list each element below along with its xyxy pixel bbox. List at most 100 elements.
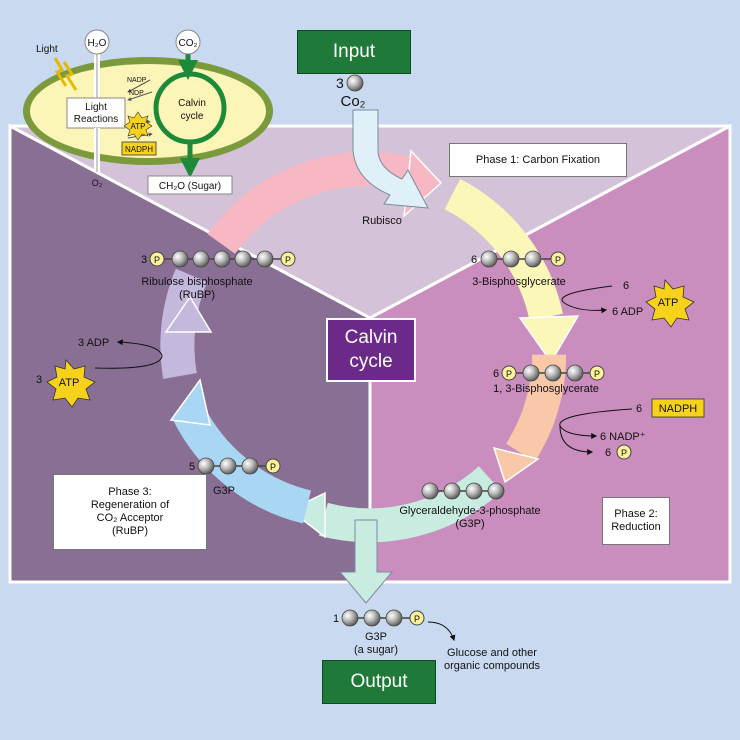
inset-atp-text: ATP xyxy=(131,122,146,131)
phase1-label-box: Phase 1: Carbon Fixation xyxy=(449,143,627,177)
co2-bubble xyxy=(175,29,201,55)
output-count: 1 xyxy=(333,613,339,625)
arrowhead-bpg xyxy=(518,315,580,364)
rubp-count: 3 xyxy=(141,254,147,266)
bpg-p: P xyxy=(555,255,561,265)
nadph-in-count: 6 xyxy=(636,403,642,415)
light-bolt-1 xyxy=(53,57,68,87)
p-out-count: 6 xyxy=(605,447,611,459)
inset-nadph-text: NADPH xyxy=(125,145,153,154)
input-count: 3 xyxy=(336,75,344,91)
phase2-nadph-box xyxy=(651,398,705,418)
phase3-line-2: Regeneration of xyxy=(90,499,170,511)
rubp-p-right: P xyxy=(285,255,291,265)
output-p: P xyxy=(414,614,420,624)
phase2-line-2: Reduction xyxy=(611,521,661,533)
ring-segment-reduction xyxy=(505,354,567,463)
g3p5-name: G3P xyxy=(213,485,235,497)
input-arrow xyxy=(352,109,429,209)
input-co2-ball xyxy=(346,74,364,92)
bisbpg-name: 1, 3-Bisphosglycerate xyxy=(493,383,599,395)
g3p5-p: P xyxy=(270,462,276,472)
arrowhead-regeneration xyxy=(169,378,211,426)
inset-h2o-text: H₂O xyxy=(88,38,107,49)
phase2-atp-star-icon xyxy=(645,279,695,328)
phase2-atp-text: ATP xyxy=(658,297,679,309)
p-out-ball xyxy=(616,444,632,460)
bisbpg-p-left: P xyxy=(506,369,512,379)
g3p-molecule xyxy=(421,482,505,500)
nadph-reaction-arrow xyxy=(559,408,633,439)
rubp-p-left: P xyxy=(154,255,160,265)
output-box: Output xyxy=(322,660,436,704)
inset-calvin-2: cycle xyxy=(181,111,204,122)
rubp-molecule xyxy=(149,250,296,268)
sugar-box xyxy=(147,175,233,195)
chloroplast-inner xyxy=(30,64,266,158)
inset-light-reactions-2: Reactions xyxy=(74,114,118,125)
atp-reaction-arrow xyxy=(561,285,613,314)
output-arrow xyxy=(338,519,394,604)
chloroplast-inset xyxy=(23,29,273,195)
arrowhead-return xyxy=(164,295,213,333)
ring-segment-bpg xyxy=(444,178,563,322)
output-g3p-molecule xyxy=(341,609,425,627)
ring-segment-regeneration xyxy=(171,402,312,524)
ndp-arrow xyxy=(127,91,153,101)
g3p5-molecule xyxy=(197,457,281,475)
regen-atp-arrow xyxy=(94,339,163,369)
inset-o2-text: O₂ xyxy=(92,178,103,188)
atp-in-count: 6 xyxy=(623,280,629,292)
center-calvin-box: Calvin cycle xyxy=(326,318,416,382)
phase2-line-1: Phase 2: xyxy=(614,508,658,520)
phase3-atp-text: ATP xyxy=(59,377,80,389)
inset-light-text: Light xyxy=(36,44,58,55)
g3p5-count: 5 xyxy=(189,461,195,473)
nadp-out-text: 6 NADP⁺ xyxy=(600,431,646,443)
rubp-abbr: (RuBP) xyxy=(179,289,215,301)
bisbpg-count: 6 xyxy=(493,368,499,380)
input-box: Input xyxy=(297,30,411,74)
phase3-line-1: Phase 3: xyxy=(108,486,152,498)
nadp-arrow xyxy=(127,79,151,93)
output-destination-2: organic compounds xyxy=(444,660,541,672)
h2o-bubble xyxy=(84,29,110,55)
phosphate-out-arrow xyxy=(559,425,594,455)
bisbpg-p-right: P xyxy=(594,369,600,379)
center-line-2: cycle xyxy=(349,351,393,372)
input-molecule-text: Co₂ xyxy=(341,93,366,110)
rubisco-label: Rubisco xyxy=(362,215,402,227)
phase3-atp-star-icon xyxy=(46,359,96,408)
regen-atp-count: 3 xyxy=(36,374,42,386)
output-name: G3P xyxy=(365,631,387,643)
output-sub: (a sugar) xyxy=(354,644,398,656)
bpg-molecule xyxy=(480,250,566,268)
inset-calvin-1: Calvin xyxy=(178,98,206,109)
phase2-nadph-text: NADPH xyxy=(659,403,698,415)
inset-nadph-box xyxy=(121,141,157,156)
rubp-name: Ribulose bisphosphate xyxy=(141,276,252,288)
arrowhead-reduction xyxy=(492,446,540,484)
phase2-label-box: Phase 2: Reduction xyxy=(602,497,670,545)
inset-sugar-text: CH₂O (Sugar) xyxy=(159,181,221,192)
phase3-label-box: Phase 3: Regeneration of CO₂ Acceptor (R… xyxy=(53,474,207,550)
center-line-1: Calvin xyxy=(344,327,398,348)
phase3-line-3: CO₂ Acceptor xyxy=(96,512,164,524)
bpg-name: 3-Bisphosglycerate xyxy=(472,276,566,288)
cycle-ring xyxy=(160,149,580,543)
bpg-count: 6 xyxy=(471,254,477,266)
bisbpg-molecule xyxy=(501,364,605,382)
inset-co2-text: CO₂ xyxy=(179,38,198,49)
p-out-symbol: P xyxy=(621,448,627,458)
g3p-name: Glyceraldehyde-3-phosphate xyxy=(399,505,540,517)
inset-atp-star-icon xyxy=(123,111,153,141)
light-bolt-2 xyxy=(62,61,78,91)
output-destination-1: Glucose and other xyxy=(447,647,537,659)
inset-nadp-text: NADP xyxy=(127,77,147,84)
adp-out-text: 6 ADP xyxy=(612,306,643,318)
phase3-line-4: (RuBP) xyxy=(111,525,149,537)
inset-ndp-text: NDP xyxy=(129,90,144,97)
regen-adp-text: 3 ADP xyxy=(78,337,109,349)
